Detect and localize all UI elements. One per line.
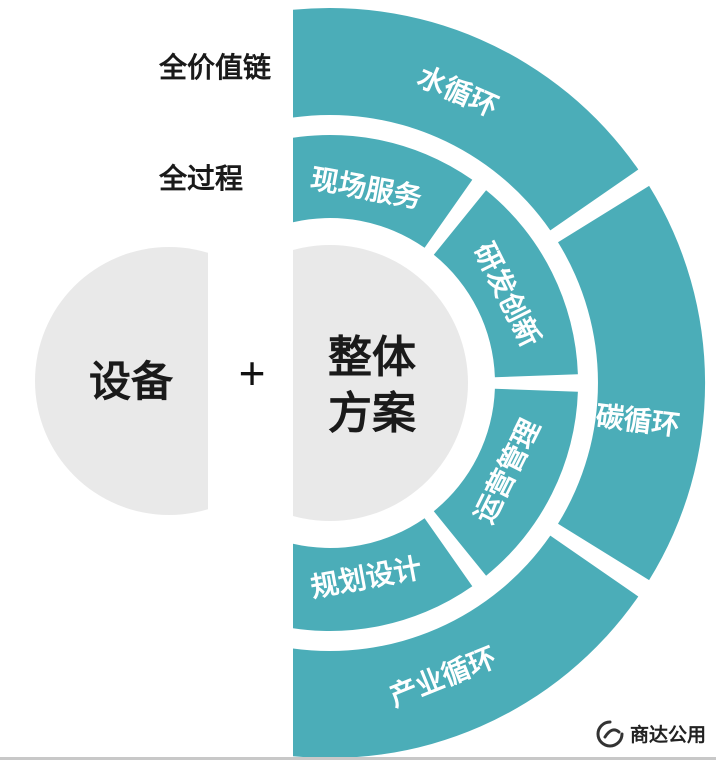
inner-ring-segment-rd-innovation	[433, 190, 578, 378]
label-full-value-chain: 全价值链	[158, 51, 271, 83]
inner-ring-segment-onsite-service	[293, 135, 473, 248]
footer-divider	[0, 757, 716, 760]
plus-sign: +	[239, 347, 266, 399]
inner-ring-segment-planning-design	[293, 518, 473, 631]
outer-ring-segment-water-cycle	[293, 7, 639, 231]
brand-logo-icon	[596, 720, 624, 748]
outer-ring-segment-industry-cycle	[293, 535, 639, 759]
label-full-process: 全过程	[158, 162, 243, 194]
inner-ring-segment-operations-management	[433, 388, 578, 576]
equipment-circle	[35, 247, 208, 515]
solution-label-line1: 整体	[328, 333, 416, 382]
outer-ring-segment-carbon-cycle	[558, 185, 706, 581]
equipment-label: 设备	[89, 358, 174, 405]
ring-diagram-group: 水循环 碳循环 产业循环 现场服务 研发创新 运营管理 规划设计	[293, 7, 706, 759]
equipment-circle-group	[35, 247, 208, 515]
brand-name: 商达公用	[630, 723, 706, 746]
solution-circle	[293, 245, 468, 521]
solution-label-line2: 方案	[328, 389, 417, 438]
